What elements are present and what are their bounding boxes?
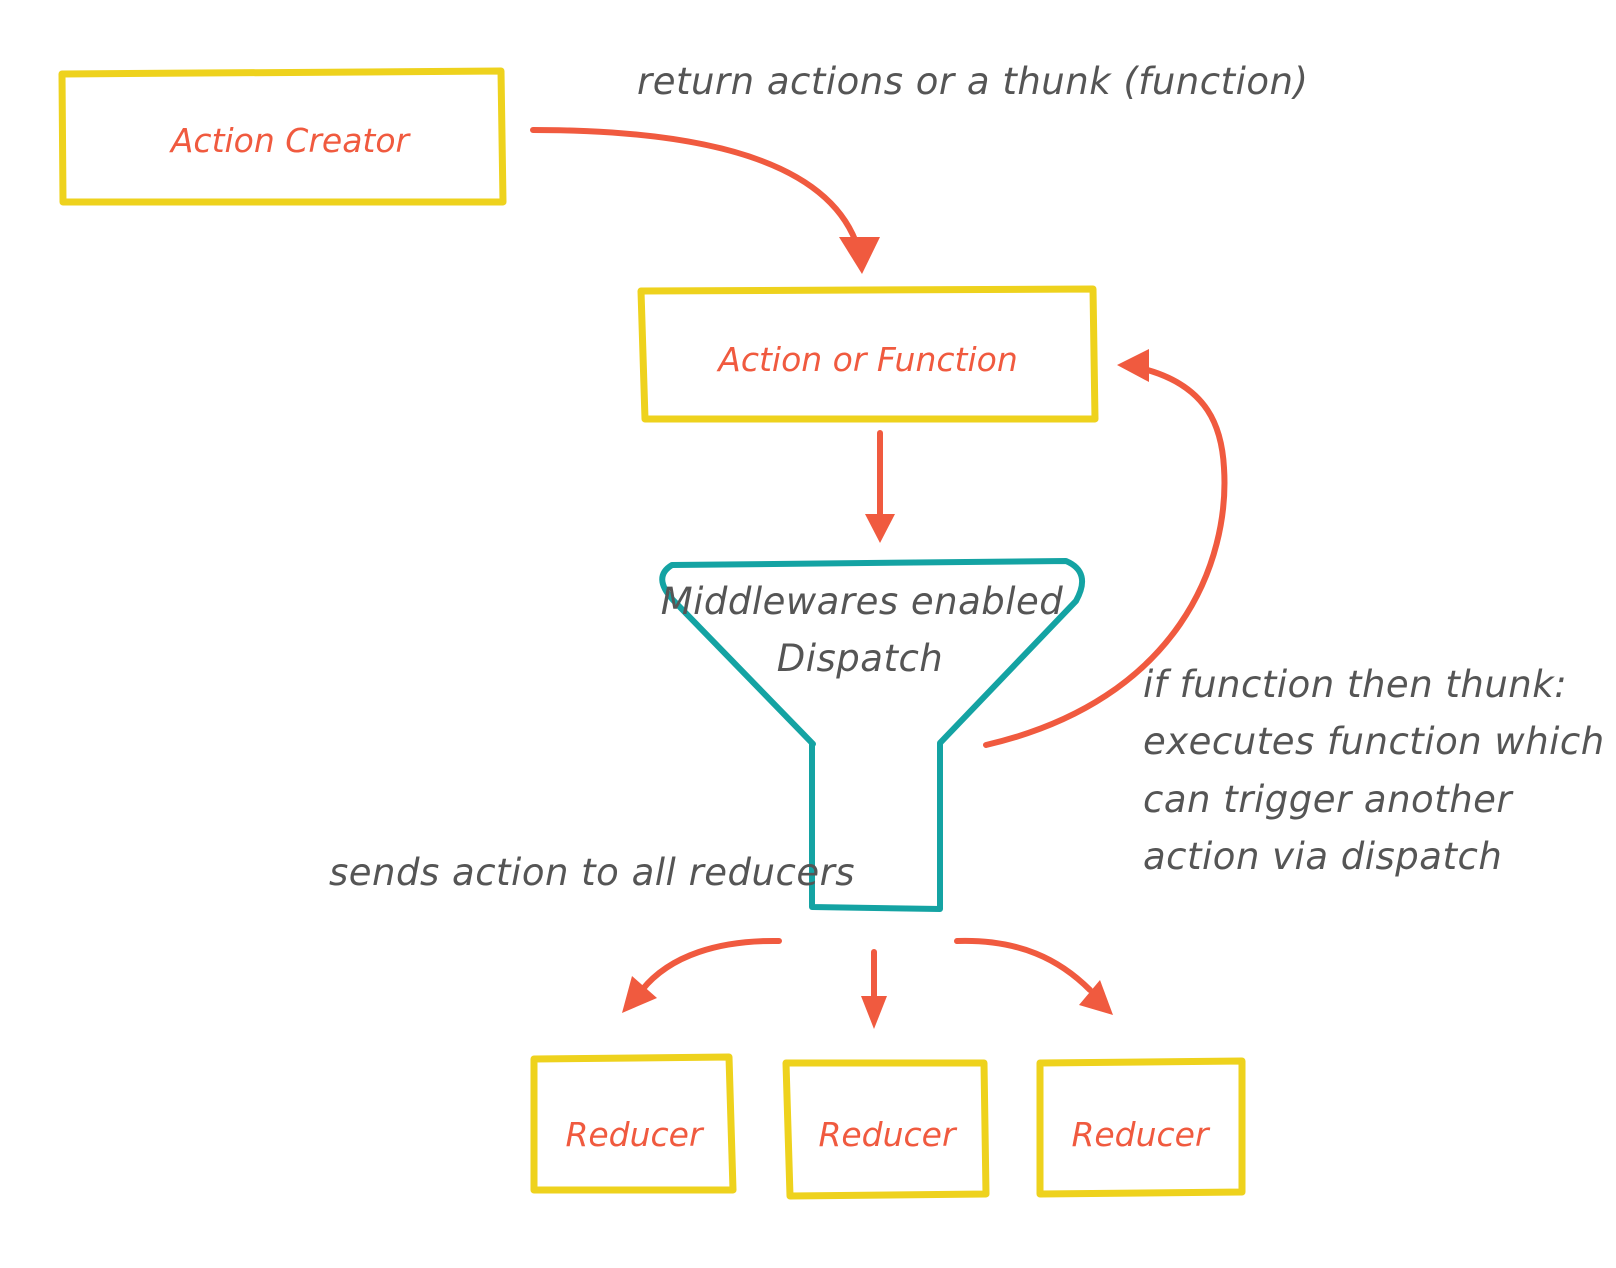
arrow-head-dispatch <box>865 514 895 543</box>
arrow-thunk-feedback <box>983 365 1228 748</box>
thunk-annotation-line4: action via dispatch <box>1143 835 1502 878</box>
reducer-box-3 <box>1036 1057 1246 1198</box>
sends-annotation: sends action to all reducers <box>329 851 855 894</box>
action-or-function-box <box>637 285 1099 423</box>
arrow-head-creator <box>839 237 880 274</box>
reducer-label-1: Reducer <box>565 1115 705 1154</box>
arrow-creator-to-action <box>530 127 861 251</box>
dispatch-funnel <box>659 558 1086 912</box>
arrow-to-reducer-3 <box>954 937 1093 993</box>
arrow-to-reducer-1 <box>639 937 782 993</box>
action-creator-box <box>58 67 507 206</box>
reducer-box-2 <box>782 1059 990 1200</box>
action-or-function-label: Action or Function <box>716 340 1018 379</box>
middleware-label-line2: Dispatch <box>777 637 944 680</box>
middleware-label-line1: Middlewares enabled <box>661 580 1064 623</box>
thunk-annotation-line2: executes function which <box>1143 720 1605 763</box>
arrow-head-reducer-2 <box>861 996 887 1029</box>
arrow-head-feedback <box>1117 349 1149 382</box>
reducer-label-2: Reducer <box>818 1115 958 1154</box>
reducer-label-3: Reducer <box>1071 1115 1211 1154</box>
reducer-box-1 <box>530 1053 737 1194</box>
thunk-annotation-line3: can trigger another <box>1143 778 1514 821</box>
arrow-head-reducer-1 <box>622 976 657 1013</box>
arrow-head-reducer-3 <box>1079 980 1113 1015</box>
thunk-annotation-line1: if function then thunk: <box>1143 663 1567 706</box>
action-creator-label: Action Creator <box>169 121 412 160</box>
return-annotation: return actions or a thunk (function) <box>637 60 1308 103</box>
